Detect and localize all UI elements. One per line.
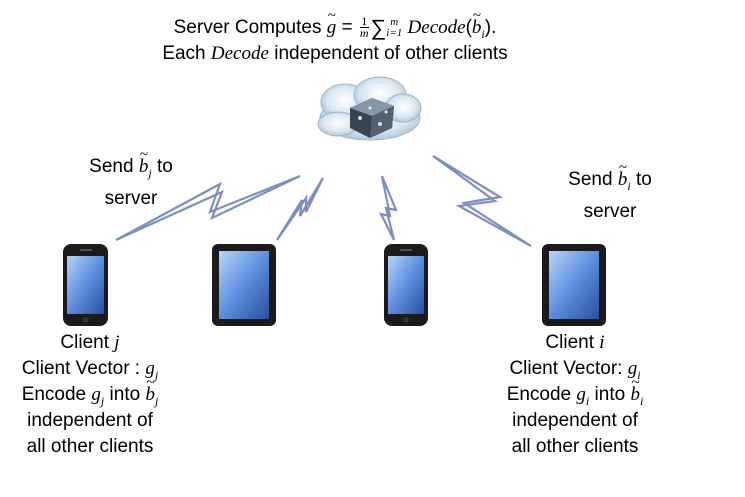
client-i-vector: Client Vector: gi	[509, 358, 641, 382]
client-i-title: Client i	[545, 332, 605, 353]
lightning-bolt-icon	[276, 177, 324, 241]
client-i-description: Client i Client Vector: gi Encode gi int…	[480, 330, 670, 460]
client-j-vector: Client Vector : gj	[21, 358, 159, 382]
title-line-2: Each Decode independent of other clients	[162, 43, 508, 64]
client-j-description: Client j Client Vector : gj Encode gj in…	[0, 330, 180, 460]
lightning-bolt-icon	[378, 175, 398, 241]
client-j-title: Client j	[60, 332, 120, 353]
tablet-icon	[212, 244, 276, 326]
tablet-icon	[542, 244, 606, 326]
client-i-independent: independent of	[512, 410, 638, 431]
smartphone-icon	[63, 244, 108, 326]
lightning-bolt-icon	[432, 155, 532, 247]
client-i-encode: Encode gi into bi	[480, 370, 670, 408]
lightning-bolt-icon	[115, 174, 301, 242]
client-j-independent: independent of	[27, 410, 153, 431]
title-line-1: Server Computes g = 1m∑mi=1 Decode(bi).	[0, 3, 670, 47]
send-label-client-i: Send bi to server	[540, 155, 680, 225]
cloud-server-icon	[317, 76, 422, 141]
smartphone-icon	[384, 244, 428, 326]
client-j-others: all other clients	[26, 436, 154, 457]
client-i-others: all other clients	[511, 436, 639, 457]
send-label-client-j: Send bj to server	[66, 142, 196, 212]
client-j-encode: Encode gj into bj	[0, 370, 180, 408]
